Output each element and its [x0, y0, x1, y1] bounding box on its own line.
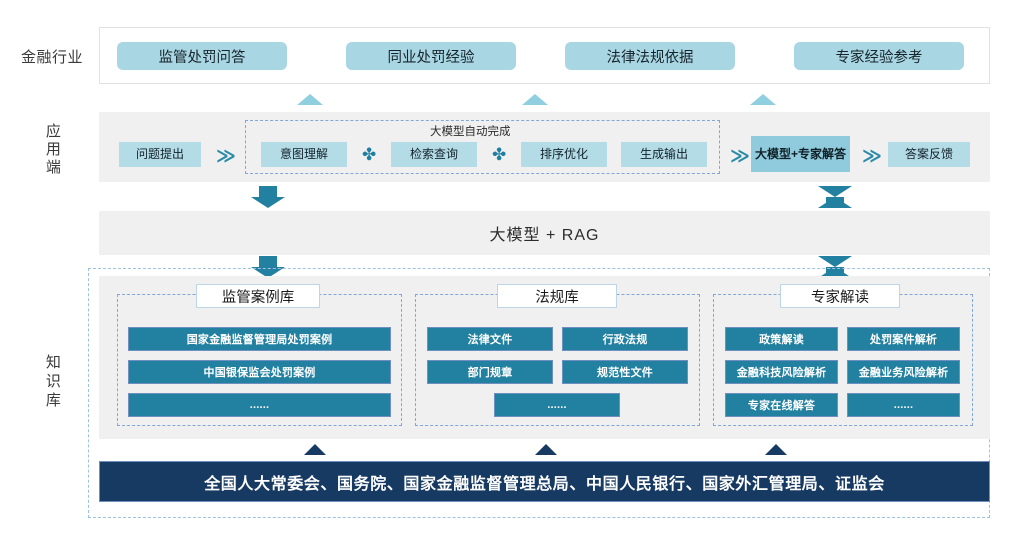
- kb-item-1-3[interactable]: 规范性文件: [562, 360, 688, 384]
- kb-item-2-0[interactable]: 政策解读: [725, 327, 838, 351]
- kb-item-1-2[interactable]: 部门规章: [427, 360, 553, 384]
- arrow-up-rag-to-app: [818, 186, 852, 208]
- connector-navy-triangle-3: [765, 444, 787, 455]
- kb-item-1-0[interactable]: 法律文件: [427, 327, 553, 351]
- kb-item-1-4[interactable]: ......: [494, 393, 620, 417]
- kb-group-0-title: 监管案例库: [196, 284, 320, 308]
- app-step-intent[interactable]: 意图理解: [261, 142, 347, 167]
- auto-complete-group: [245, 120, 720, 174]
- connector-up-triangle-2: [522, 94, 548, 105]
- app-step-generate[interactable]: 生成输出: [621, 142, 707, 167]
- kb-item-0-1[interactable]: 中国银保监会处罚案例: [128, 360, 391, 384]
- connector-up-triangle-1: [297, 94, 323, 105]
- industry-chip-2[interactable]: 法律法规依据: [565, 42, 735, 70]
- app-step-feedback[interactable]: 答案反馈: [888, 142, 970, 167]
- kb-item-2-3[interactable]: 金融业务风险解析: [847, 360, 960, 384]
- app-step-expert[interactable]: 大模型+专家解答: [751, 136, 850, 172]
- industry-chip-3[interactable]: 专家经验参考: [794, 42, 964, 70]
- connector-navy-triangle-2: [535, 444, 557, 455]
- chevron-icon-2: ≫: [730, 146, 750, 167]
- chevron-icon-1: ≫: [216, 146, 236, 167]
- rag-band: 大模型 + RAG: [99, 211, 990, 255]
- authority-banner: 全国人大常委会、国务院、国家金融监督管理总局、中国人民银行、国家外汇管理局、证监…: [99, 461, 990, 502]
- kb-group-1-title: 法规库: [497, 284, 617, 308]
- connector-navy-triangle-1: [304, 444, 326, 455]
- industry-chip-0[interactable]: 监管处罚问答: [117, 42, 287, 70]
- kb-item-2-2[interactable]: 金融科技风险解析: [725, 360, 838, 384]
- kb-item-0-0[interactable]: 国家金融监督管理局处罚案例: [128, 327, 391, 351]
- industry-chip-1[interactable]: 同业处罚经验: [346, 42, 516, 70]
- app-step-start[interactable]: 问题提出: [119, 142, 201, 167]
- row-label-industry: 金融行业: [20, 49, 83, 66]
- plus-icon-2: ✤: [492, 145, 507, 164]
- row-label-knowledge: 知识库: [43, 354, 61, 411]
- arrow-down-rag-to-kb: [251, 256, 285, 278]
- connector-up-triangle-3: [750, 94, 776, 105]
- kb-item-0-2[interactable]: ......: [128, 393, 391, 417]
- kb-item-2-1[interactable]: 处罚案件解析: [847, 327, 960, 351]
- kb-item-2-5[interactable]: ......: [847, 393, 960, 417]
- row-label-app: 应用端: [43, 123, 61, 177]
- kb-item-1-1[interactable]: 行政法规: [562, 327, 688, 351]
- auto-complete-label: 大模型自动完成: [430, 126, 511, 138]
- kb-item-2-4[interactable]: 专家在线解答: [725, 393, 838, 417]
- app-step-rank[interactable]: 排序优化: [521, 142, 607, 167]
- kb-group-2-title: 专家解读: [780, 284, 900, 308]
- chevron-icon-3: ≫: [862, 146, 882, 167]
- arrow-down-app-to-rag: [251, 186, 285, 208]
- plus-icon-1: ✤: [362, 145, 377, 164]
- app-step-retrieve[interactable]: 检索查询: [391, 142, 477, 167]
- arrow-up-kb-to-rag: [818, 256, 852, 278]
